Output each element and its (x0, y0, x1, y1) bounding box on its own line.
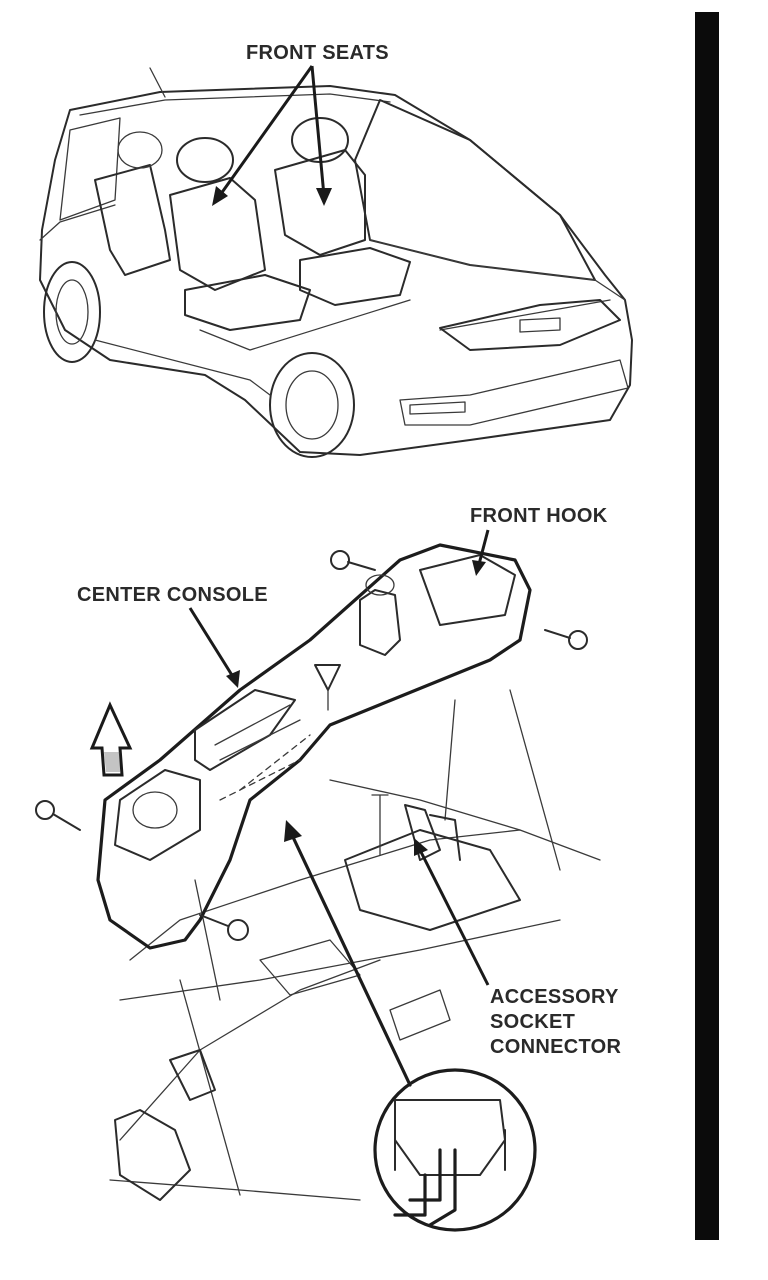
front-seats-label: FRONT SEATS (246, 42, 389, 64)
page-edge-bar (695, 12, 719, 1240)
front-seats-pointers (212, 65, 332, 206)
center-console-label: CENTER CONSOLE (77, 584, 268, 606)
console-illustration (96, 543, 601, 1201)
screw-icon (35, 550, 588, 941)
front-hook-label: FRONT HOOK (470, 505, 608, 527)
accessory-socket-label-line3: CONNECTOR (490, 1036, 622, 1058)
accessory-socket-label-line1: ACCESSORY (490, 986, 619, 1008)
leader-lines (188, 529, 490, 1087)
detail-callout (373, 1068, 537, 1232)
up-arrow-icon (89, 701, 133, 777)
car-illustration (39, 67, 633, 458)
accessory-socket-label-line2: SOCKET (490, 1011, 576, 1033)
